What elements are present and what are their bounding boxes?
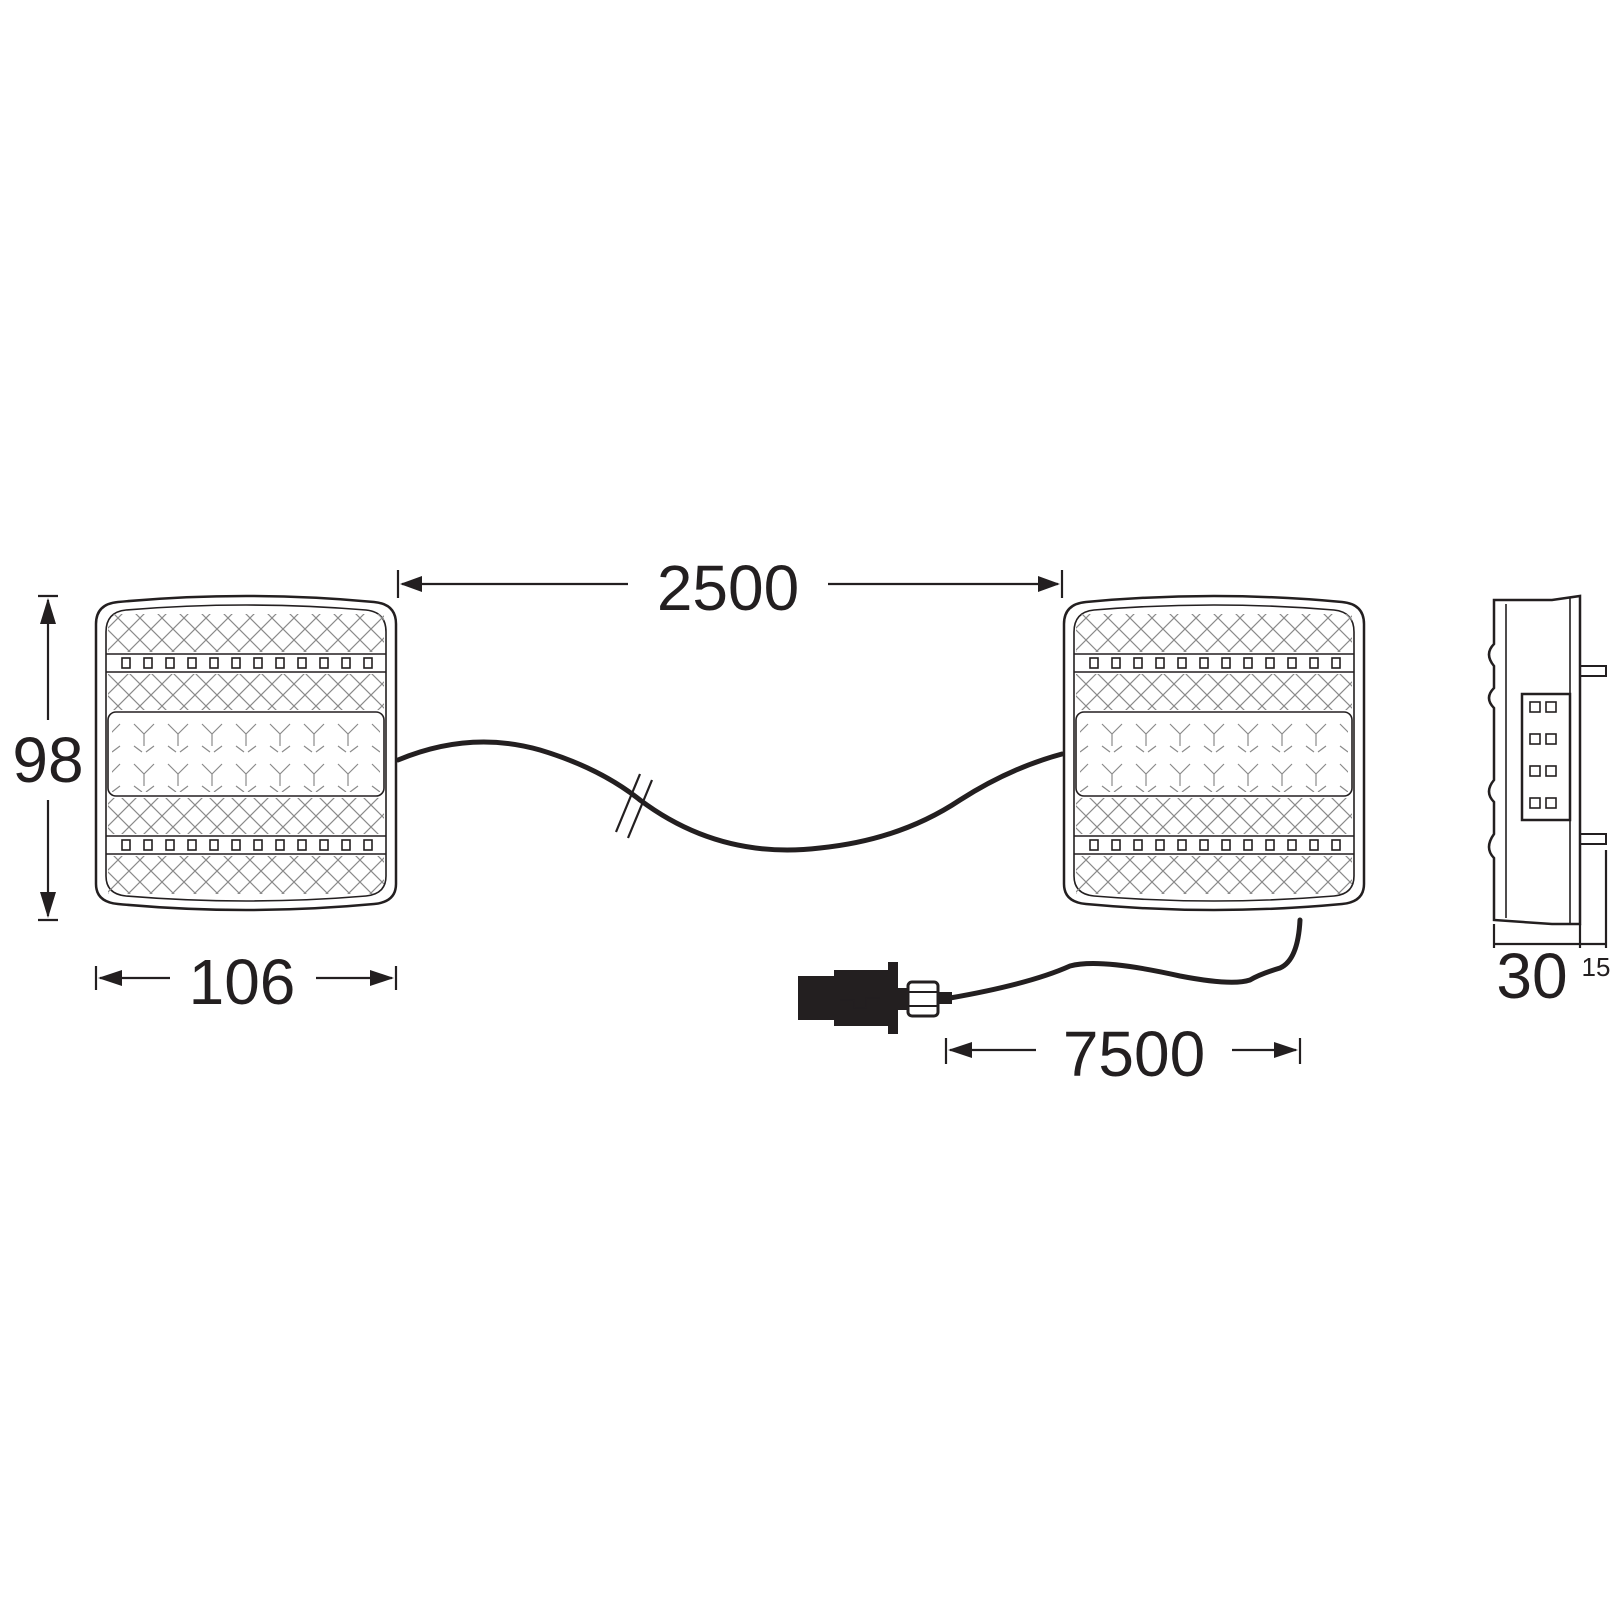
dim-label-98: 98: [12, 724, 83, 796]
cable-break-mark-1: [614, 773, 642, 833]
dim-label-15: 15: [1582, 952, 1611, 982]
plug-connector: [798, 962, 952, 1034]
connecting-cable: [395, 739, 1065, 853]
dimension-98: 98: [12, 594, 84, 922]
dim-label-106: 106: [189, 946, 296, 1018]
cable-break-mark-2: [626, 779, 654, 839]
dimension-7500: 7500: [944, 1018, 1302, 1090]
dim-label-2500: 2500: [657, 552, 799, 624]
dim-label-30: 30: [1496, 940, 1567, 1012]
dimension-106: 106: [94, 946, 398, 1018]
connector-cable: [947, 917, 1303, 1001]
dimension-2500: 2500: [396, 552, 1064, 624]
dim-label-7500: 7500: [1063, 1018, 1205, 1090]
left-lamp: [94, 594, 398, 912]
side-view: [1487, 594, 1608, 948]
right-lamp: [1062, 594, 1366, 912]
